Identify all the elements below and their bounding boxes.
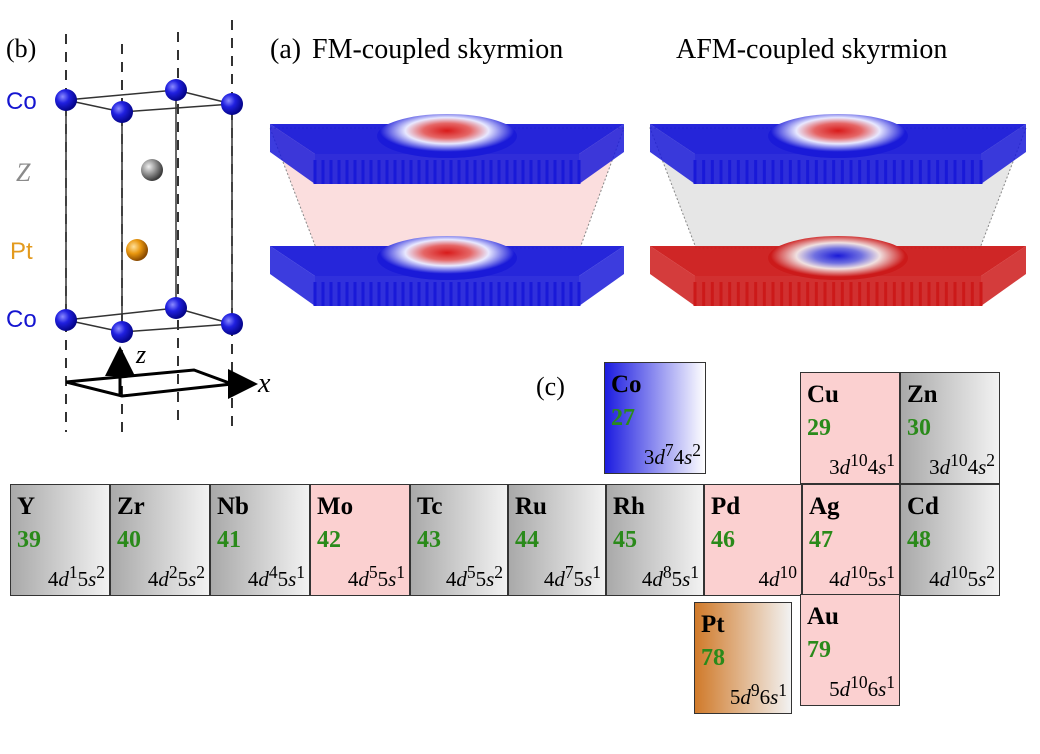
unit-cell-edges	[65, 89, 233, 333]
afm-lower-skyrmion-core	[768, 236, 908, 280]
afm-upper-layer-right-band	[981, 124, 1026, 184]
co-top-label: Co	[6, 88, 37, 115]
atomic-number: 44	[515, 527, 539, 553]
fm-upper-layer-front-band	[315, 154, 579, 184]
electron-configuration: 4d105s2	[929, 562, 995, 591]
atomic-number: 79	[807, 637, 831, 663]
afm-lower-layer-left-band	[650, 246, 695, 306]
electron-configuration: 4d55s1	[347, 562, 405, 591]
afm-lower-layer-front-band	[695, 276, 981, 306]
atomic-number: 45	[613, 527, 637, 553]
electron-configuration: 3d104s1	[829, 450, 895, 479]
atomic-number: 46	[711, 527, 735, 553]
fm-upper-layer-right-band	[579, 124, 624, 184]
z-axis-label: z	[136, 340, 147, 369]
electron-configuration: 4d55s2	[445, 562, 503, 591]
z-label: Z	[16, 158, 31, 187]
element-symbol: Tc	[417, 493, 443, 520]
x-axis-label: x	[258, 368, 271, 399]
element-symbol: Cu	[807, 381, 839, 408]
electron-configuration: 4d25s2	[147, 562, 205, 591]
electron-configuration: 4d10	[758, 562, 798, 591]
afm-lower-layer-right-band	[981, 246, 1026, 306]
element-symbol: Mo	[317, 493, 354, 520]
element-symbol: Pd	[711, 493, 741, 520]
element-symbol: Co	[611, 371, 642, 398]
electron-configuration: 4d105s1	[829, 562, 895, 591]
element-symbol: Ru	[515, 493, 547, 520]
fm-title: FM-coupled skyrmion	[312, 34, 564, 65]
atomic-number: 43	[417, 527, 441, 553]
atomic-number: 48	[907, 527, 931, 553]
afm-title: AFM-coupled skyrmion	[676, 34, 948, 65]
co-atoms	[55, 79, 243, 343]
element-symbol: Pt	[701, 611, 725, 638]
electron-configuration: 5d106s1	[829, 672, 895, 701]
afm-upper-layer-left-band	[650, 124, 695, 184]
element-symbol: Cd	[907, 493, 939, 520]
element-symbol: Rh	[613, 493, 645, 520]
atomic-number: 78	[701, 645, 725, 671]
co-bottom-label: Co	[6, 306, 37, 333]
pt-label: Pt	[10, 238, 33, 265]
fm-upper-skyrmion-core	[377, 114, 517, 158]
element-symbol: Zr	[117, 493, 145, 520]
atomic-number: 47	[809, 527, 833, 553]
element-symbol: Nb	[217, 493, 249, 520]
element-symbol: Zn	[907, 381, 938, 408]
atomic-number: 40	[117, 527, 141, 553]
element-cell-ag: Ag 47 4d105s1	[802, 484, 900, 596]
electron-configuration: 3d74s2	[643, 440, 701, 469]
fm-upper-layer-left-band	[270, 124, 315, 184]
element-cell-co: Co 27 3d74s2	[604, 362, 706, 474]
z-atom	[141, 159, 163, 181]
element-cell-cu: Cu 29 3d104s1	[800, 372, 900, 484]
electron-configuration: 4d15s2	[47, 562, 105, 591]
element-cell-zn: Zn 30 3d104s2	[900, 372, 1000, 484]
afm-upper-skyrmion-core	[768, 114, 908, 158]
atomic-number: 41	[217, 527, 241, 553]
atomic-number: 39	[17, 527, 41, 553]
element-symbol: Au	[807, 603, 839, 630]
atomic-number: 42	[317, 527, 341, 553]
element-symbol: Ag	[809, 493, 840, 520]
electron-configuration: 4d85s1	[641, 562, 699, 591]
fm-lower-layer-left-band	[270, 246, 315, 306]
afm-upper-layer-front-band	[695, 154, 981, 184]
panel-label-a: (a)	[270, 34, 302, 65]
electron-configuration: 5d96s1	[729, 680, 787, 709]
element-cell-cd: Cd 48 4d105s2	[900, 484, 1000, 596]
electron-configuration: 4d45s1	[247, 562, 305, 591]
electron-configuration: 3d104s2	[929, 450, 995, 479]
element-symbol: Y	[17, 493, 36, 520]
fm-lower-layer-right-band	[579, 246, 624, 306]
element-cell-pd: Pd 46 4d10	[704, 484, 802, 596]
panel-label-b: (b)	[6, 34, 37, 63]
fm-lower-layer-front-band	[315, 276, 579, 306]
panel-label-c: (c)	[536, 372, 565, 401]
atomic-number: 29	[807, 415, 831, 441]
pt-atom	[126, 239, 148, 261]
atomic-number: 30	[907, 415, 931, 441]
atomic-number: 27	[611, 405, 635, 431]
element-cell-au: Au 79 5d106s1	[800, 594, 900, 706]
electron-configuration: 4d75s1	[543, 562, 601, 591]
fm-lower-skyrmion-core	[377, 236, 517, 280]
